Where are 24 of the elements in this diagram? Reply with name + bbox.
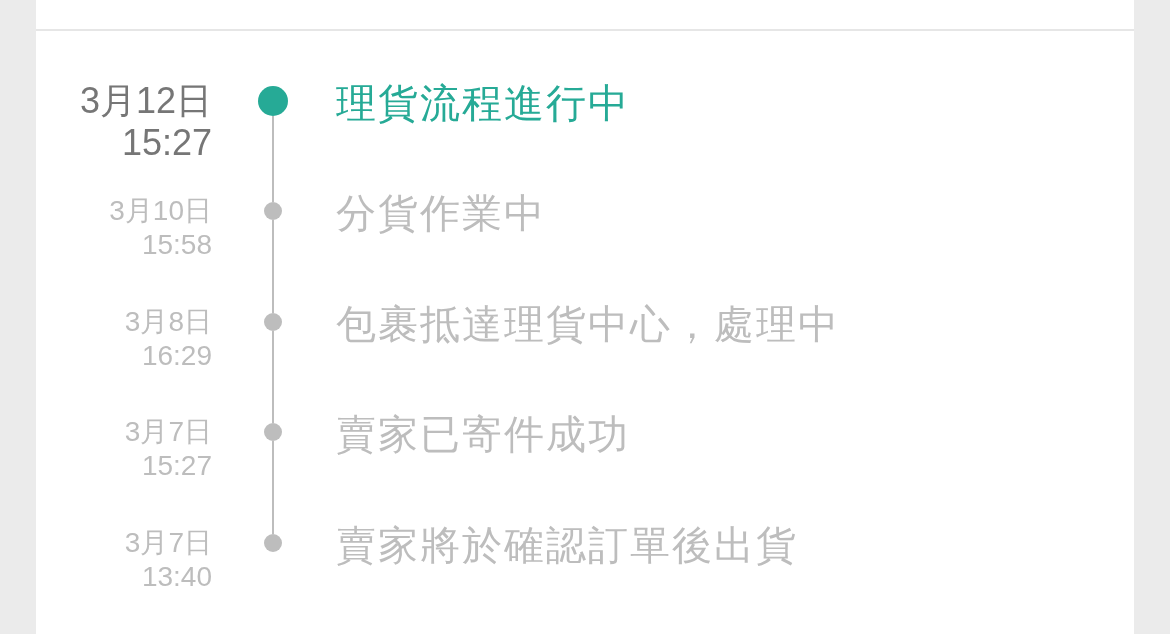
date-text: 3月10日 [109, 197, 212, 225]
timeline-dot [264, 202, 282, 220]
timeline-dot [258, 86, 288, 116]
timeline-line [272, 440, 274, 535]
timeline-dot [264, 534, 282, 552]
time-text: 15:27 [121, 125, 212, 161]
status-text: 包裹抵達理貨中心，處理中 [336, 304, 840, 344]
status-text: 分貨作業中 [336, 193, 546, 233]
date-text: 3月7日 [124, 418, 212, 446]
time-text: 16:29 [141, 342, 212, 370]
status-text: 賣家將於確認訂單後出貨 [336, 525, 798, 565]
timeline-line [272, 330, 274, 424]
date-text: 3月8日 [124, 308, 212, 336]
time-text: 15:58 [141, 231, 212, 259]
date-text: 3月7日 [124, 529, 212, 557]
time-text: 13:40 [141, 563, 212, 591]
status-text: 賣家已寄件成功 [336, 414, 630, 454]
timeline-line [272, 219, 274, 314]
status-text: 理貨流程進行中 [336, 83, 630, 123]
timeline-dot [264, 423, 282, 441]
timeline-line [272, 115, 274, 203]
timeline-dot [264, 313, 282, 331]
time-text: 15:27 [141, 452, 212, 480]
date-text: 3月12日 [79, 83, 212, 119]
